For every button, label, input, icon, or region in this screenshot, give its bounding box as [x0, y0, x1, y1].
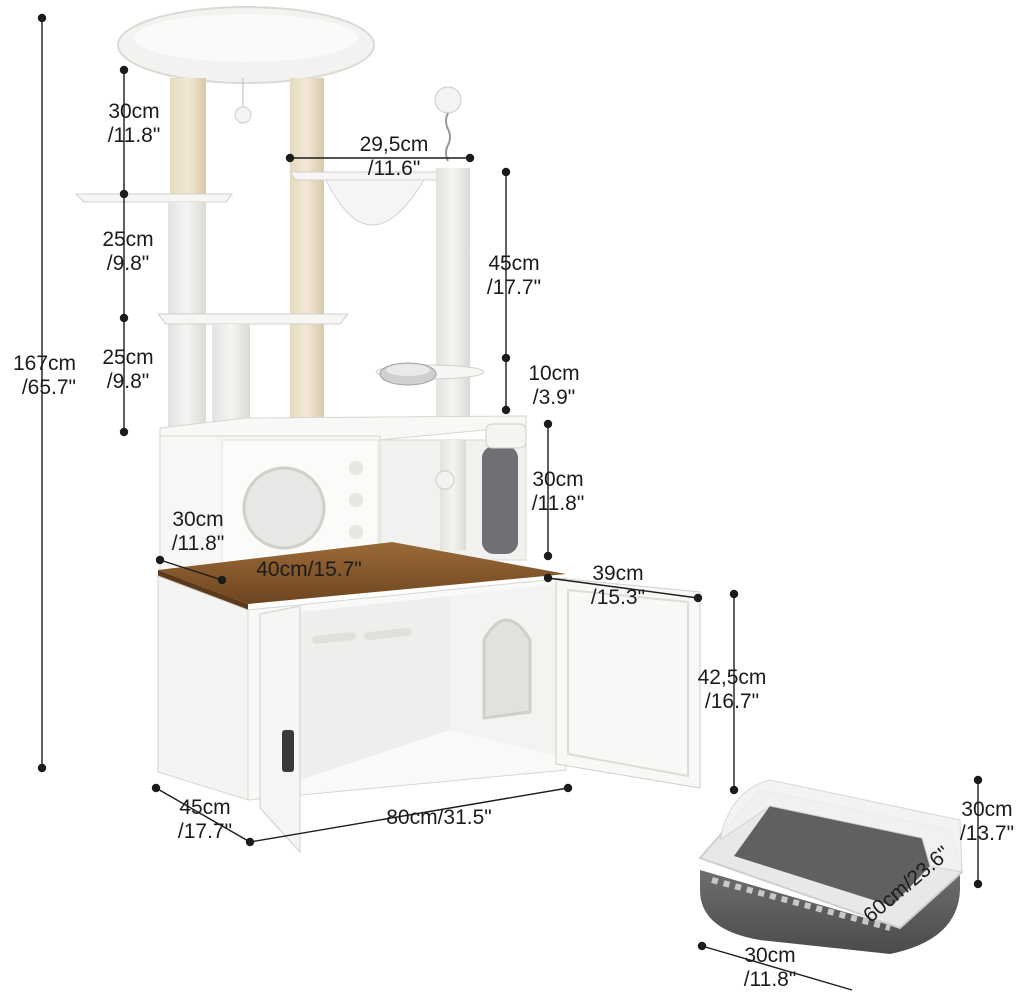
label-platform-gap-1: 25cm /9.8": [102, 228, 154, 275]
label-brush-height: 30cm /11.8": [531, 468, 585, 515]
dimension-lines: [37, 13, 983, 991]
label-total-height: 167cm /65.7": [12, 352, 76, 399]
cat-tree: [74, 6, 701, 854]
label-litter-height: 30cm /13.7": [959, 798, 1015, 845]
sisal-post-left: [170, 78, 206, 198]
label-cabinet-height: 42,5cm /16.7": [697, 666, 767, 713]
label-hammock-width: 29,5cm /11.6": [359, 133, 429, 180]
platform-left-top: [74, 193, 233, 203]
lower-cabinet-side: [157, 575, 249, 801]
cabinet-round-entrance: [242, 466, 326, 550]
label-upper-cabinet-width: 40cm/15.7": [256, 558, 362, 581]
label-bowl-gap: 10cm /3.9": [528, 362, 580, 409]
litter-box: [698, 779, 964, 954]
pom-toy-2: [434, 86, 462, 114]
cabinet-door-left: [259, 605, 301, 854]
plush-post-middle: [212, 324, 250, 436]
label-cabinet-width: 80cm/31.5": [386, 806, 492, 829]
plush-post-right: [436, 168, 470, 430]
label-top-post: 30cm /11.8": [107, 100, 161, 147]
cabinet-door-right: [555, 577, 701, 789]
label-litter-width: 30cm /11.8": [743, 944, 797, 991]
label-cabinet-depth: 45cm /17.7": [177, 796, 233, 843]
platform-middle: [156, 313, 350, 325]
grooming-brush: [482, 446, 518, 554]
pom-toy-1: [234, 106, 252, 124]
label-upper-cabinet-height: 30cm /11.8": [171, 508, 225, 555]
sisal-post-center: [290, 78, 324, 423]
label-right-post: 45cm /17.7": [486, 252, 542, 299]
label-platform-gap-2: 25cm /9.8": [102, 346, 154, 393]
wood-top: [158, 542, 566, 604]
arch-entrance: [482, 618, 532, 720]
litter-shield: [719, 779, 963, 873]
cabinet-interior: [300, 596, 450, 780]
hammock: [325, 179, 425, 226]
label-door-width: 39cm /15.3": [590, 562, 646, 609]
